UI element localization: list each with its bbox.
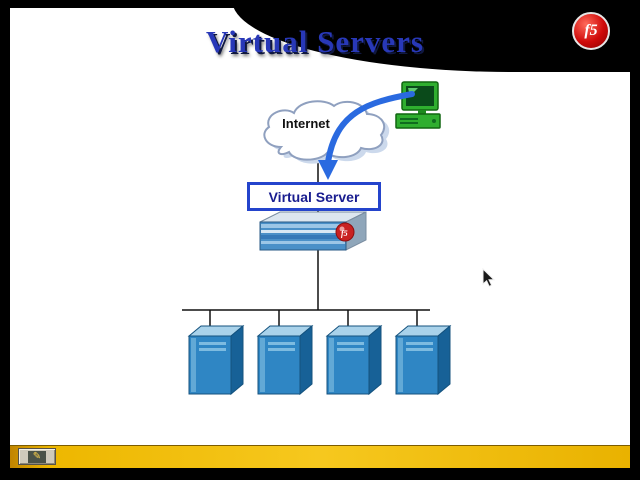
server-tower-1 — [187, 322, 245, 396]
f5-logo: f5 — [572, 12, 610, 50]
server-tower-2 — [256, 322, 314, 396]
server-tower-3 — [325, 322, 383, 396]
server-icon — [394, 324, 452, 396]
virtual-server-label: Virtual Server — [268, 188, 360, 205]
annotation-pen-button[interactable]: ✎ — [18, 448, 56, 465]
slide-canvas — [10, 8, 630, 468]
virtual-server-box: Virtual Server — [247, 182, 381, 211]
bottom-toolbar: ✎ — [10, 445, 630, 468]
slide-title: Virtual Servers — [206, 24, 424, 59]
internet-label: Internet — [282, 116, 330, 131]
f5-logo-text: f5 — [584, 22, 598, 39]
server-icon — [187, 324, 245, 396]
server-icon — [256, 324, 314, 396]
server-icon — [325, 324, 383, 396]
pen-icon: ✎ — [27, 450, 47, 463]
server-row — [187, 322, 452, 396]
server-tower-4 — [394, 322, 452, 396]
